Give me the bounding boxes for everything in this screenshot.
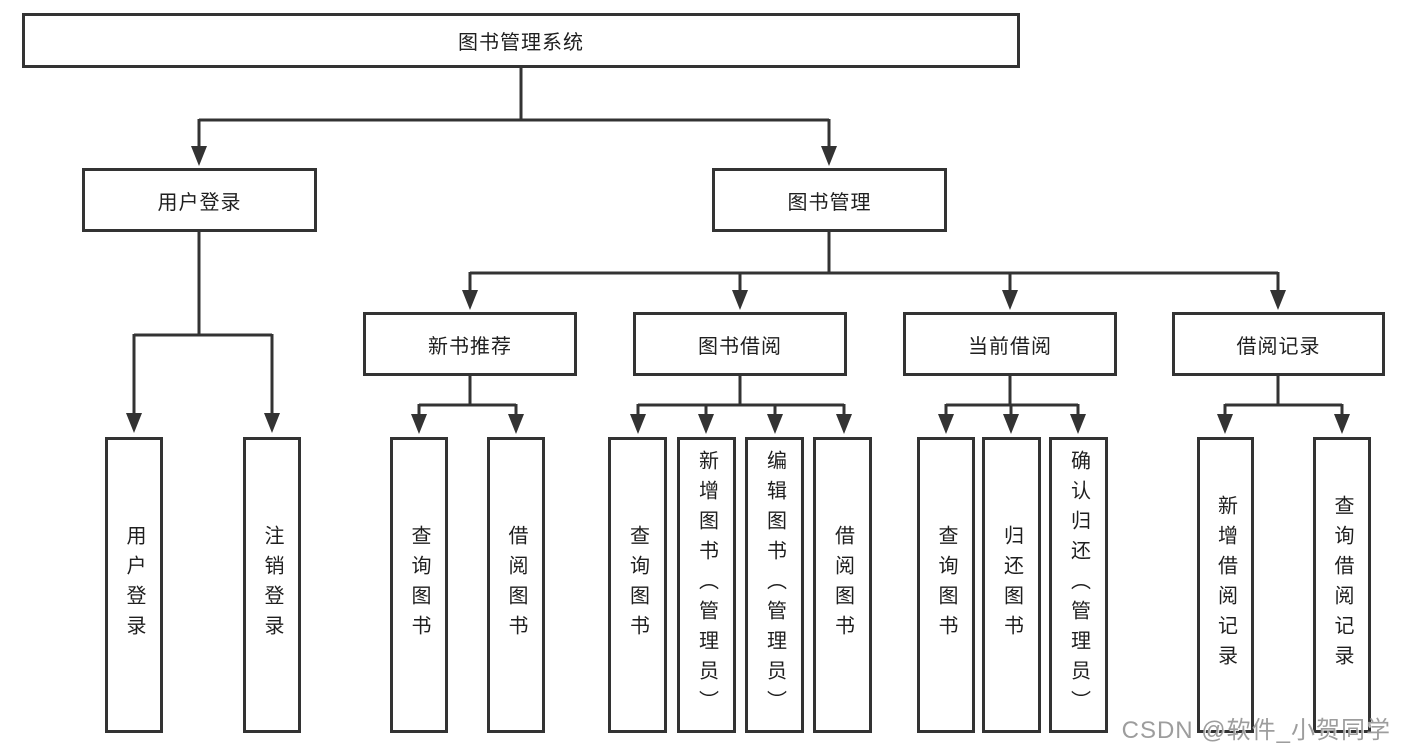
node-borrowing-records: 借阅记录: [1172, 312, 1385, 376]
leaf-borrow-books-recommend: 借阅图书: [487, 437, 545, 733]
csdn-watermark: CSDN @软件_小贺同学: [1121, 717, 1391, 744]
leaf-query-books-current: 查询图书: [917, 437, 975, 733]
leaf-add-books-admin: 新增图书（管理员）: [677, 437, 736, 733]
leaf-return-books: 归还图书: [982, 437, 1041, 733]
leaf-borrow-books-borrowing: 借阅图书: [813, 437, 872, 733]
leaf-logout: 注销登录: [243, 437, 301, 733]
node-book-management: 图书管理: [712, 168, 947, 232]
node-book-borrowing: 图书借阅: [633, 312, 847, 376]
leaf-user-login: 用户登录: [105, 437, 163, 733]
leaf-query-books-recommend: 查询图书: [390, 437, 448, 733]
leaf-confirm-return-admin: 确认归还（管理员）: [1049, 437, 1108, 733]
leaf-query-books-borrowing: 查询图书: [608, 437, 667, 733]
node-user-login: 用户登录: [82, 168, 317, 232]
leaf-query-borrow-record: 查询借阅记录: [1313, 437, 1371, 733]
leaf-edit-books-admin: 编辑图书（管理员）: [745, 437, 804, 733]
leaf-add-borrow-record: 新增借阅记录: [1197, 437, 1254, 733]
node-new-book-recommendation: 新书推荐: [363, 312, 577, 376]
node-library-management-system: 图书管理系统: [22, 13, 1020, 68]
node-current-borrowing: 当前借阅: [903, 312, 1117, 376]
